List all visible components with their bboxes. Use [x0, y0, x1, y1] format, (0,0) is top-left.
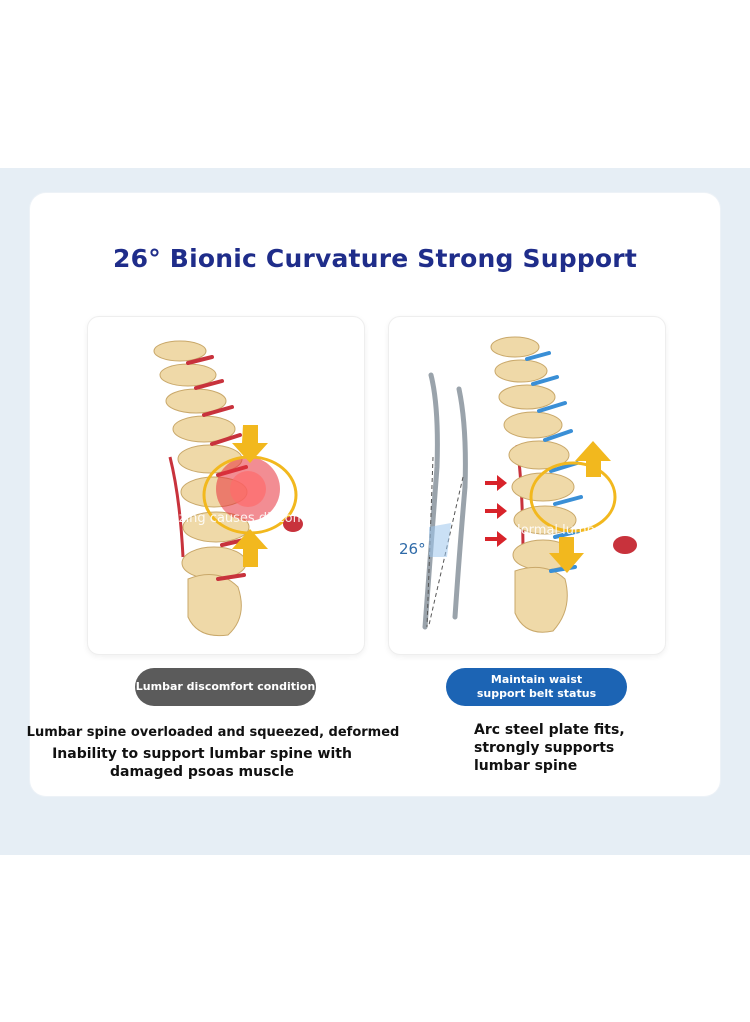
angle-guide-line [428, 476, 464, 626]
label-marker [613, 536, 637, 554]
spine-illustration-supported: 26° Normal lumbar disc [388, 316, 666, 655]
support-arrow-1-icon [485, 475, 507, 491]
discomfort-description-1: Lumbar spine overloaded and squeezed, de… [26, 725, 400, 740]
status-pill-support-label: Maintain waist support belt status [476, 673, 597, 700]
status-pill-support: Maintain waist support belt status [446, 668, 627, 706]
status-pill-discomfort: Lumbar discomfort condition [135, 668, 316, 706]
spine-curve-line [168, 456, 185, 558]
label-marker [283, 516, 303, 532]
support-description: Arc steel plate fits, strongly supports … [474, 722, 625, 774]
angle-wedge [429, 523, 451, 557]
normal-disc-overlay-text: Normal lumbar disc [511, 523, 639, 538]
spine-illustration-discomfort: Squeezing causes discomfort [87, 316, 365, 655]
pain-core [230, 471, 266, 507]
support-ring [529, 461, 617, 533]
status-pill-discomfort-label: Lumbar discomfort condition [135, 680, 316, 693]
angle-label: 26° [399, 540, 426, 558]
compress-arrow-down-icon [232, 425, 268, 463]
page-title: 26° Bionic Curvature Strong Support [113, 244, 637, 273]
release-arrow-down-icon [549, 537, 584, 573]
spine-discomfort-drawing [153, 340, 303, 637]
compress-arrow-up-icon [232, 529, 268, 567]
vertebrae [490, 336, 577, 633]
spine-supported-drawing [422, 336, 637, 633]
support-arrow-2-icon [485, 503, 507, 519]
discomfort-description-2: Inability to support lumbar spine with d… [52, 746, 352, 780]
discomfort-overlay-text: Squeezing causes discomfort [138, 511, 329, 526]
steel-plate-2 [452, 386, 468, 620]
support-arrow-3-icon [485, 531, 507, 547]
release-arrow-up-icon [575, 441, 611, 477]
